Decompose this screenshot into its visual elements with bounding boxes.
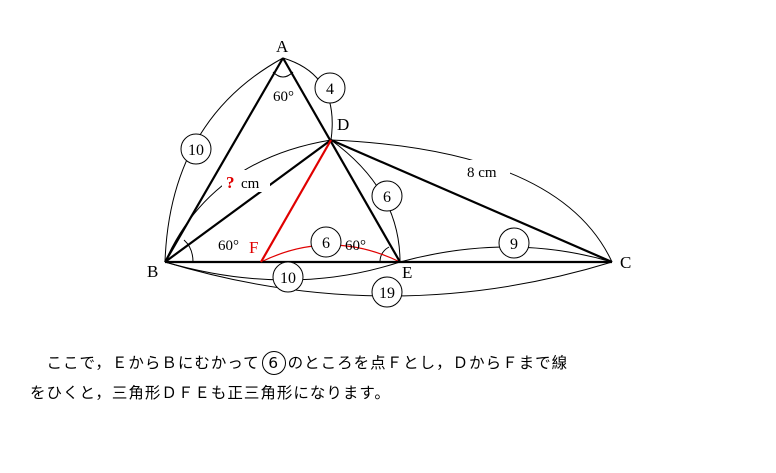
angle-arc-B	[183, 239, 194, 263]
angle-arc-E	[379, 246, 390, 263]
triangle-edges	[164, 57, 613, 264]
point-D: D	[337, 115, 349, 134]
length-BE: 10	[280, 270, 296, 287]
length-DE: 6	[383, 189, 391, 206]
text-segment: のところを点Ｆとし，ＤからＦまで線	[287, 354, 569, 372]
explanation-line-2: をひくと，三角形ＤＦＥも正三角形になります。	[30, 384, 391, 402]
circled-number: 6	[261, 351, 286, 375]
angle-E: 60°	[345, 238, 366, 254]
point-E: E	[402, 263, 412, 282]
point-F: F	[249, 238, 258, 257]
point-A: A	[276, 37, 289, 56]
text-segment: ここで，ＥからＢにむかって	[46, 354, 260, 372]
length-EC: 9	[510, 236, 518, 253]
angle-B: 60°	[218, 238, 239, 254]
unit-BD: cm	[241, 176, 260, 192]
length-FE: 6	[322, 235, 330, 252]
length-AD: 4	[326, 81, 334, 98]
length-DC: 8 cm	[467, 165, 497, 181]
length-BC: 19	[379, 285, 395, 302]
arc-DC	[330, 139, 613, 263]
segment-DF	[260, 139, 332, 263]
unknown-BD: ?	[226, 173, 235, 192]
point-B: B	[147, 262, 158, 281]
angle-A: 60°	[273, 89, 294, 105]
angle-arc-A	[272, 71, 294, 78]
point-C: C	[620, 253, 631, 272]
length-BA: 10	[188, 142, 204, 159]
